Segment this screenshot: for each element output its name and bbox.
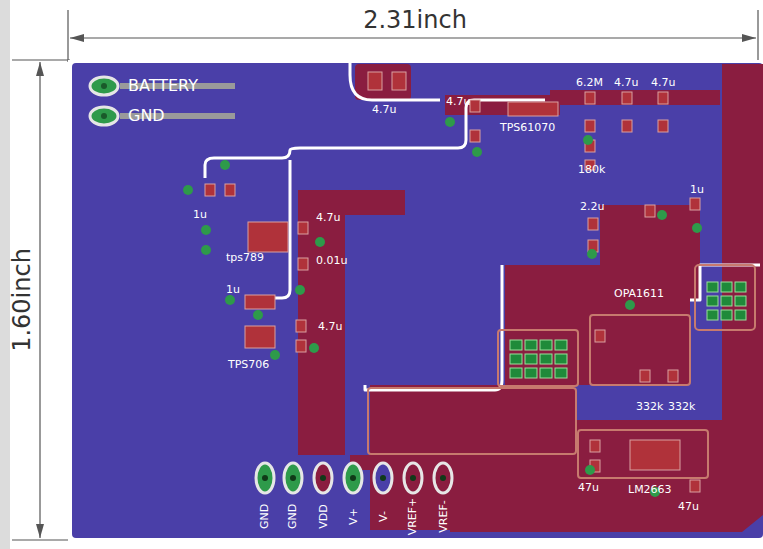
connector-label: GND	[128, 108, 165, 124]
component-value: 1u	[226, 284, 240, 295]
pin-label: VDD	[318, 504, 329, 528]
component-value: 332k	[668, 401, 695, 412]
part-name: OPA1611	[614, 288, 664, 299]
component-value: 4.7u	[446, 96, 470, 107]
component-value: 6.2M	[576, 77, 603, 88]
component-value: 4.7u	[318, 321, 342, 332]
component-value: 1u	[193, 209, 207, 220]
component-value: 4.7u	[651, 77, 675, 88]
pin-label: VREF-	[437, 500, 448, 532]
component-value: 180k	[578, 164, 605, 175]
component-value: 2.2u	[580, 201, 604, 212]
component-value: 4.7u	[316, 212, 340, 223]
component-value: 0.01u	[316, 255, 347, 266]
component-value: 47u	[578, 482, 599, 493]
pin-label: V-	[377, 511, 388, 522]
part-name: TPS61070	[500, 122, 555, 133]
pin-label: GND	[259, 503, 270, 528]
part-name: LM2663	[628, 484, 672, 495]
component-value: 4.7u	[372, 104, 396, 115]
component-value: 47u	[678, 501, 699, 512]
component-value: 4.7u	[614, 77, 638, 88]
connector-label: BATTERY	[128, 78, 198, 94]
pin-label: VREF+	[407, 497, 418, 535]
dimension-label: 2.31inch	[363, 8, 467, 32]
dimension-label: 1.60inch	[10, 248, 34, 352]
component-value: 1u	[690, 184, 704, 195]
part-name: tps789	[226, 252, 264, 263]
part-name: TPS706	[228, 359, 269, 370]
pin-label: GND	[287, 503, 298, 528]
component-value: 332k	[636, 401, 663, 412]
pin-label: V+	[348, 508, 359, 525]
